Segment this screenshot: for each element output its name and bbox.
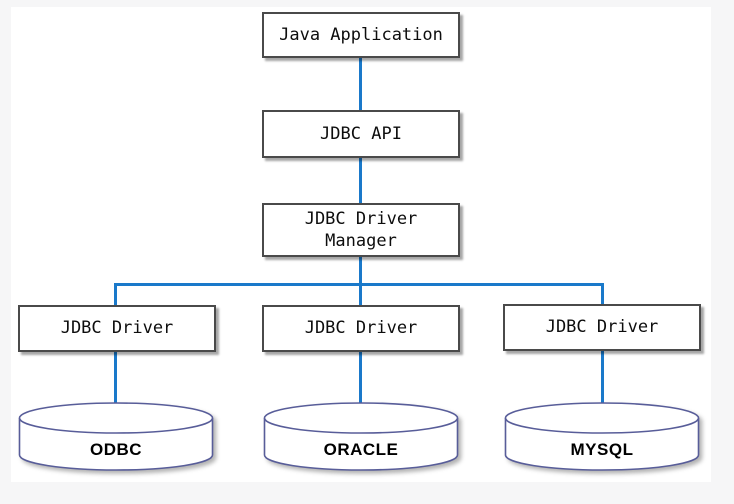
node-jdbc-driver-manager-label: JDBC Driver Manager xyxy=(305,208,418,252)
node-jdbc-driver-middle: JDBC Driver xyxy=(262,305,460,352)
connector-branch-to-driver-right xyxy=(601,283,604,306)
driver-manager-label-line2: Manager xyxy=(325,231,397,251)
connector-driver-left-to-odbc xyxy=(114,350,117,403)
driver-manager-label-line1: JDBC Driver xyxy=(304,208,418,229)
database-oracle-label: ORACLE xyxy=(323,440,399,459)
connector-manager-to-branch xyxy=(359,255,362,307)
node-jdbc-driver-manager: JDBC Driver Manager xyxy=(262,203,460,257)
node-jdbc-driver-right-label: JDBC Driver xyxy=(545,317,659,338)
connector-api-to-manager xyxy=(359,156,362,205)
node-jdbc-driver-middle-label: JDBC Driver xyxy=(304,318,418,339)
database-mysql-label: MYSQL xyxy=(570,440,634,459)
node-java-application: Java Application xyxy=(262,12,460,58)
connector-driver-mid-to-oracle xyxy=(359,350,362,403)
connector-branch-horizontal xyxy=(114,283,604,286)
connector-app-to-api xyxy=(359,56,362,112)
database-odbc: ODBC xyxy=(17,401,215,473)
database-odbc-label: ODBC xyxy=(89,440,143,459)
node-jdbc-api: JDBC API xyxy=(262,110,460,158)
database-oracle: ORACLE xyxy=(262,401,460,473)
database-cylinder-icon xyxy=(263,402,459,471)
database-cylinder-icon xyxy=(504,402,700,471)
node-jdbc-api-label: JDBC API xyxy=(320,123,402,144)
database-cylinder-icon xyxy=(18,402,214,471)
node-jdbc-driver-right: JDBC Driver xyxy=(503,304,701,351)
database-mysql: MYSQL xyxy=(503,401,701,473)
connector-driver-right-to-mysql xyxy=(601,349,604,403)
connector-branch-to-driver-left xyxy=(114,283,117,307)
node-jdbc-driver-left: JDBC Driver xyxy=(18,305,216,352)
node-jdbc-driver-left-label: JDBC Driver xyxy=(60,318,174,339)
node-java-application-label: Java Application xyxy=(279,24,443,45)
